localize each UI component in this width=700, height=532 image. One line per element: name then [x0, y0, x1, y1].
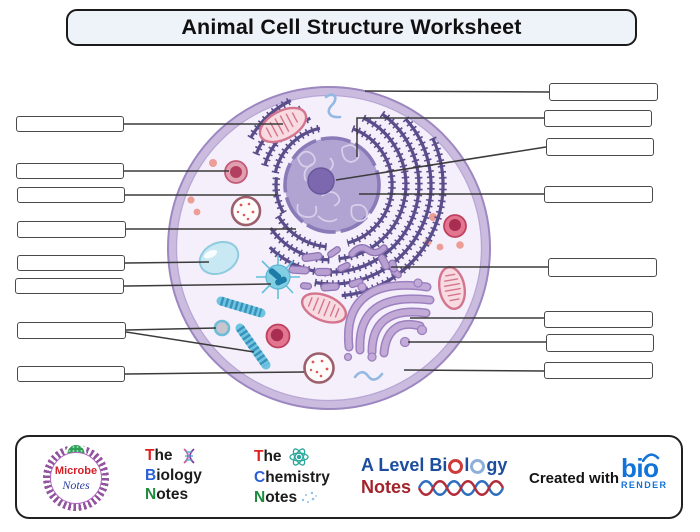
peroxisome-icon	[303, 352, 335, 384]
answer-box-right-7[interactable]	[546, 334, 654, 352]
answer-box-right-4[interactable]	[544, 186, 653, 203]
answer-box-left-1[interactable]	[16, 116, 124, 132]
page-title: Animal Cell Structure Worksheet	[181, 15, 522, 39]
answer-box-right-2[interactable]	[544, 110, 652, 127]
biorender-logo: bio RENDER	[621, 453, 668, 490]
tbn-b: B	[145, 466, 157, 484]
label-line-right-3	[335, 146, 547, 181]
dna-icon	[182, 448, 195, 464]
label-lines	[123, 90, 550, 375]
tcn-n: N	[254, 488, 266, 506]
lysosome-icon	[265, 323, 291, 349]
alevel-part1: A Level Bi	[361, 455, 448, 475]
label-line-left-7a	[125, 327, 217, 331]
answer-box-right-3[interactable]	[546, 138, 654, 156]
label-line-left-7b	[125, 331, 255, 353]
label-line-left-6	[123, 283, 272, 287]
answer-box-right-1[interactable]	[549, 83, 658, 101]
answer-box-right-6[interactable]	[544, 311, 653, 328]
label-line-right-2	[356, 117, 544, 157]
outlined-o-blue	[470, 459, 486, 474]
answer-box-left-6[interactable]	[15, 278, 124, 294]
golgi-apparatus-icon	[343, 278, 435, 362]
mitochondrion-icon	[300, 292, 348, 324]
label-line-right-1	[364, 90, 550, 93]
lysosome-icon	[224, 160, 248, 184]
nucleus-icon	[283, 136, 381, 234]
cytoplasm-squiggle-icon	[353, 370, 384, 381]
smooth-endoplasmic-reticulum-icon	[288, 244, 402, 292]
tbn-n: N	[145, 486, 157, 503]
answer-box-right-8[interactable]	[544, 362, 653, 379]
microbe-logo-notes: Notes	[62, 477, 90, 492]
answer-box-left-3[interactable]	[17, 187, 125, 203]
cytoplasm-squiggle-icon	[324, 93, 342, 119]
atom-icon	[288, 448, 309, 466]
peroxisome-icon	[230, 195, 262, 227]
created-with-text: Created with	[529, 470, 620, 487]
microbe-notes-logo: Microbe Notes	[43, 443, 109, 511]
endosome-icon	[213, 319, 231, 337]
answer-box-left-8[interactable]	[17, 366, 125, 382]
cytoskeleton-filaments-icon	[216, 296, 271, 370]
answer-box-left-7[interactable]	[17, 322, 126, 339]
alevel-notes: Notes	[361, 477, 412, 497]
centrosome-icon	[256, 255, 300, 299]
chromatin-icon	[296, 144, 368, 223]
biorender-swoosh-icon	[642, 453, 660, 462]
nucleolus-icon	[307, 167, 335, 195]
outlined-o-red	[448, 459, 464, 474]
dna-wave-icon	[417, 479, 505, 496]
sparkle-dots-icon	[301, 492, 317, 504]
label-line-right-8	[403, 369, 545, 372]
tcn-c: C	[254, 469, 266, 486]
answer-box-left-4[interactable]	[17, 221, 126, 238]
mitochondrion-icon	[258, 106, 308, 144]
tcn-the: T	[254, 448, 264, 466]
answer-box-left-2[interactable]	[16, 163, 124, 179]
answer-box-left-5[interactable]	[17, 255, 125, 271]
title-banner: Animal Cell Structure Worksheet	[66, 9, 637, 46]
vacuole-icon	[198, 240, 240, 276]
tbn-the: T	[145, 447, 155, 464]
lysosome-icon	[443, 214, 467, 238]
microbe-logo-text: Microbe	[54, 464, 98, 477]
label-line-left-8	[124, 371, 305, 375]
answer-box-right-5[interactable]	[548, 258, 657, 277]
label-line-left-5	[124, 261, 210, 264]
